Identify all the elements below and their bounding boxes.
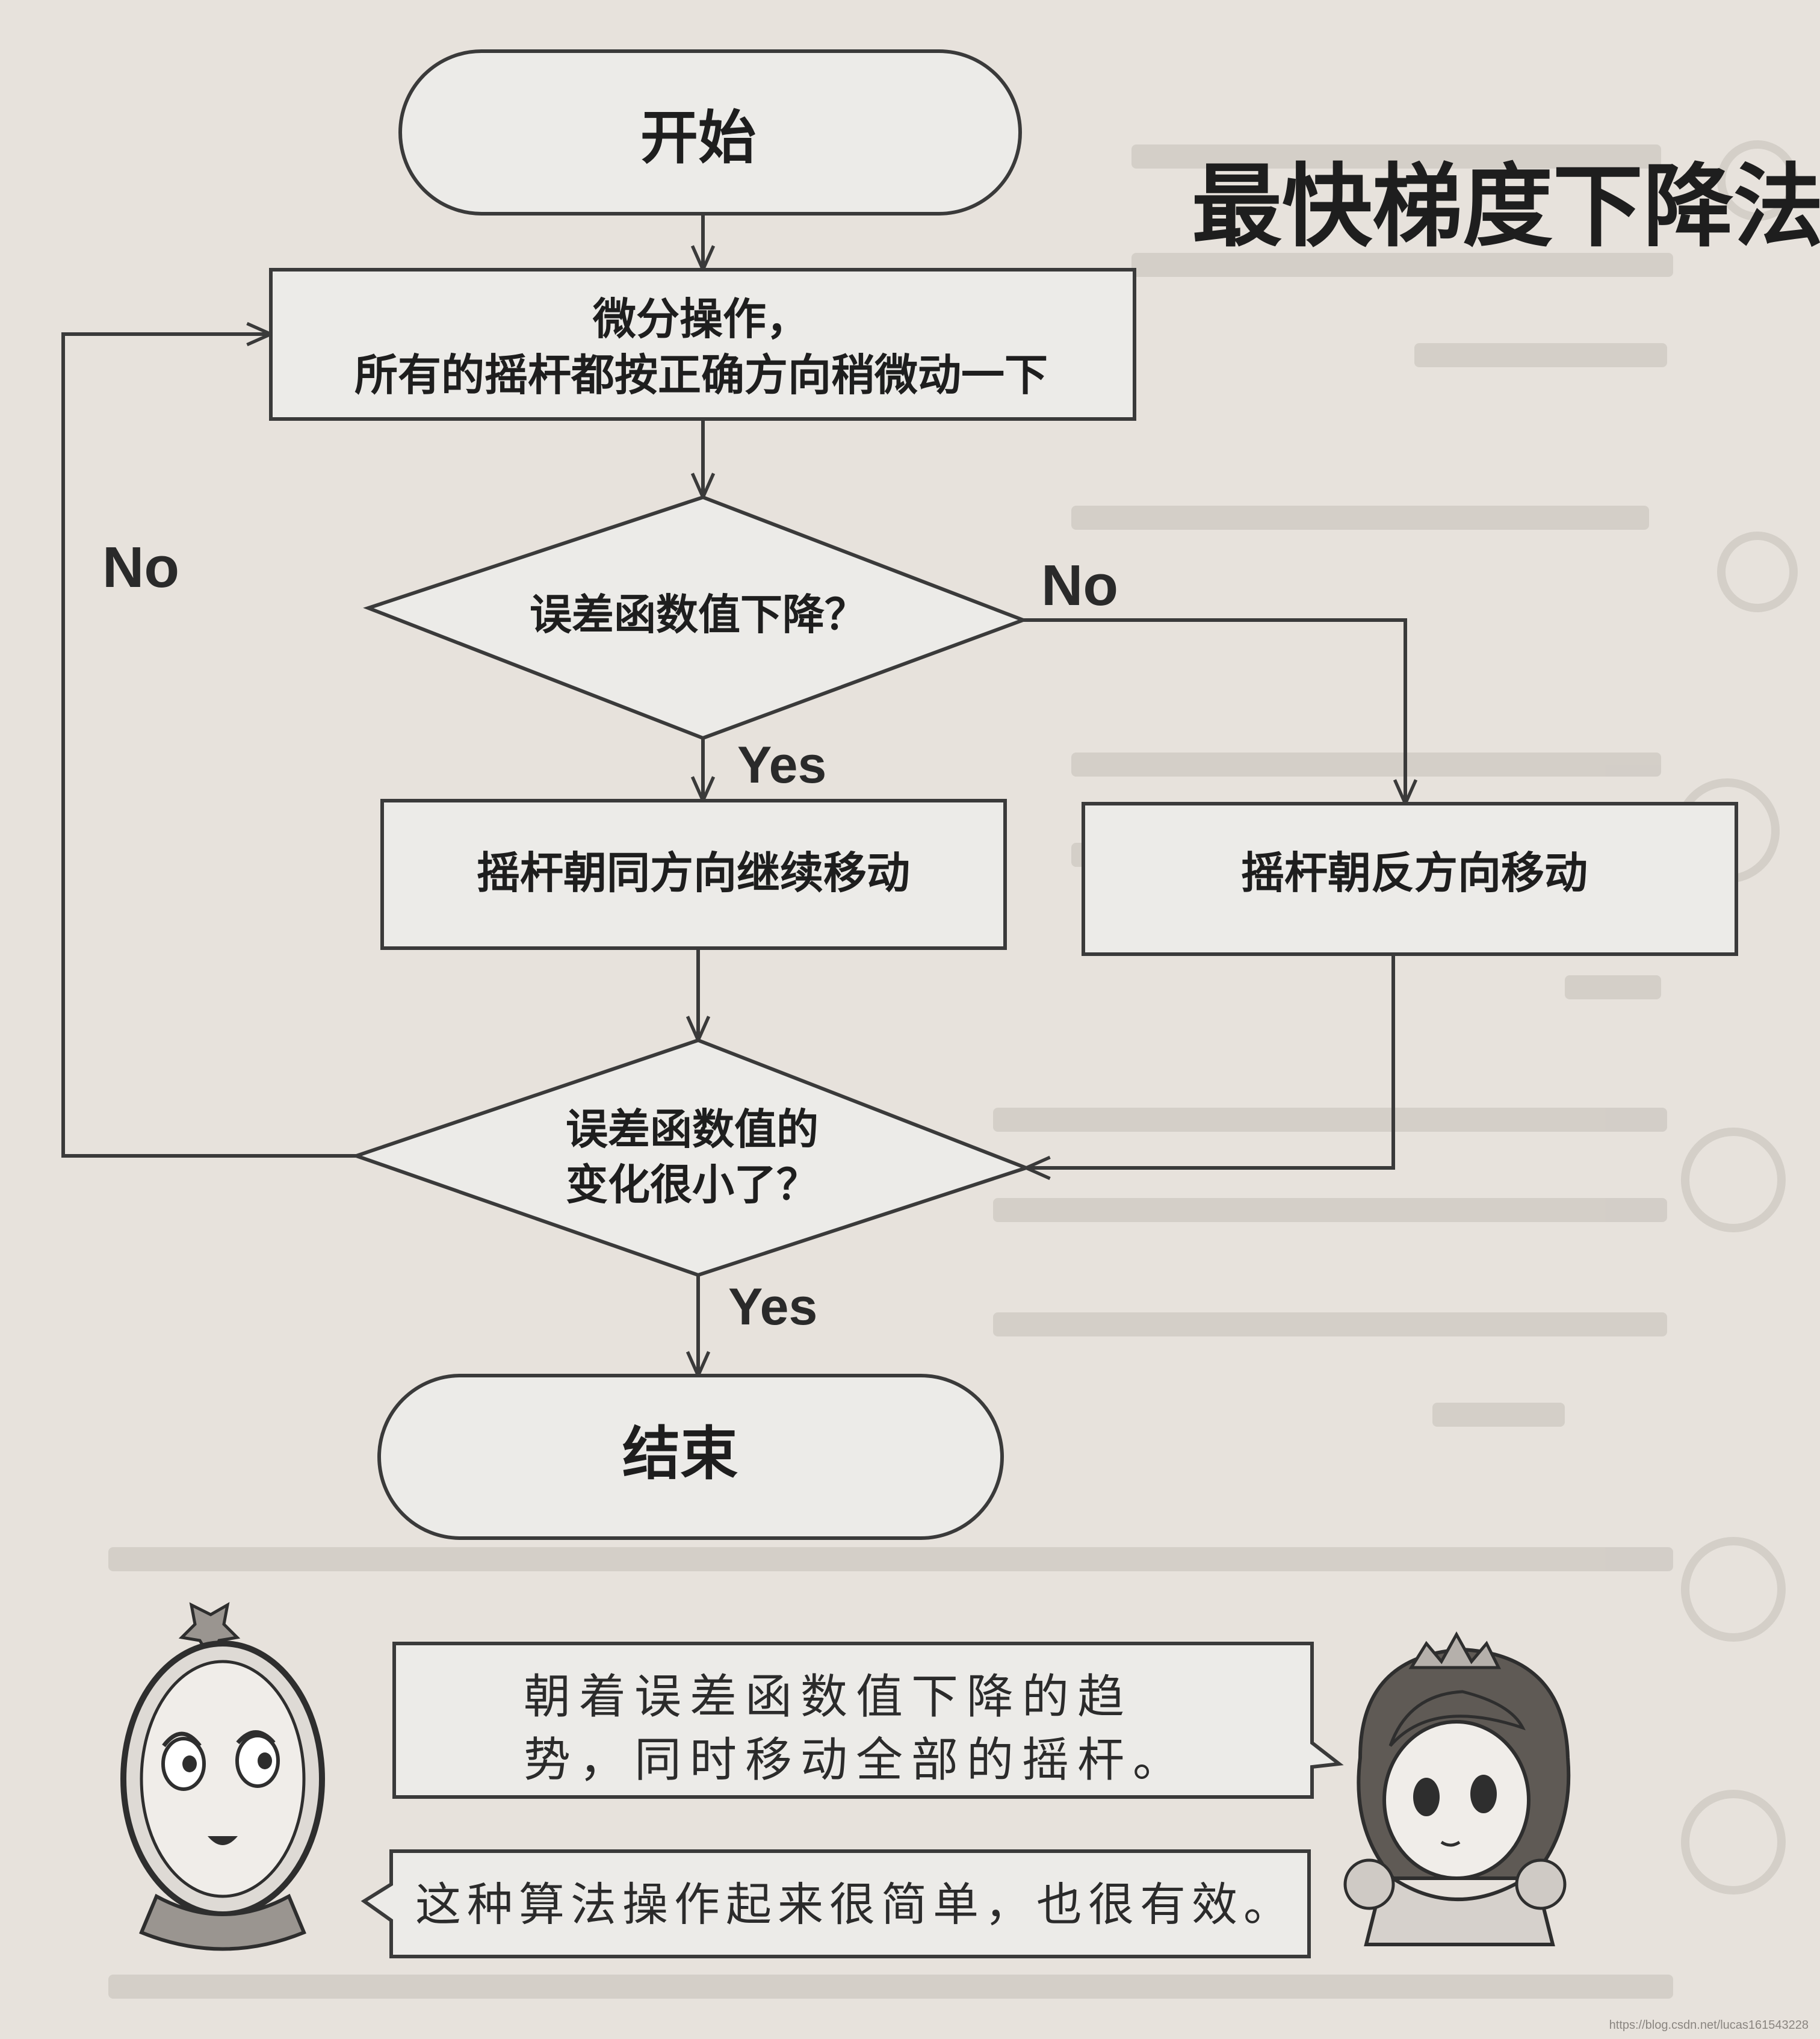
process-differentiate-line1: 微分操作， xyxy=(592,294,809,344)
decision-change-small-line2: 变化很小了？ xyxy=(566,1160,819,1209)
speech-bubble-2-text: 这种算法操作起来很简单，也很有效。 xyxy=(415,1878,1295,1931)
start-terminal xyxy=(398,49,1022,216)
process-same-direction-label: 摇杆朝同方向继续移动 xyxy=(477,848,910,898)
speech-bubble-2: 这种算法操作起来很简单，也很有效。 xyxy=(361,1849,1311,1958)
decision-change-small-line1: 误差函数值的 xyxy=(566,1105,819,1154)
speech-bubble-1-line1: 朝着误差函数值下降的趋 xyxy=(524,1670,1133,1724)
edge-label-yes2: Yes xyxy=(728,1278,817,1336)
process-differentiate-line2: 所有的摇杆都按正确方向稍微动一下 xyxy=(354,350,1048,400)
background-bleed xyxy=(108,140,1798,1999)
mirror-character-illustration xyxy=(120,1602,325,1951)
end-label: 结束 xyxy=(622,1420,738,1488)
watermark-url: https://blog.csdn.net/lucas161543228 xyxy=(1609,2019,1809,2032)
edge-label-yes1: Yes xyxy=(737,736,826,794)
start-label: 开始 xyxy=(640,104,756,172)
process-reverse-direction xyxy=(1082,802,1738,956)
arrow-reverse-decision2 xyxy=(1026,954,1395,1168)
arrow-decision1-no xyxy=(1023,618,1405,804)
arrow-decision2-no-loop xyxy=(61,334,356,1158)
princess-character-illustration xyxy=(1343,1631,1571,1946)
process-reverse-direction-label: 摇杆朝反方向移动 xyxy=(1241,848,1588,898)
decision-change-small xyxy=(350,1038,1032,1277)
speech-bubble-1-line2: 势，同时移动全部的摇杆。 xyxy=(524,1733,1188,1787)
process-same-direction xyxy=(380,799,1007,950)
page-title: 最快梯度下降法 xyxy=(1192,155,1820,259)
edge-label-no-loop: No xyxy=(102,535,179,600)
speech-bubble-1: 朝着误差函数值下降的趋 势，同时移动全部的摇杆。 xyxy=(392,1642,1344,1799)
decision-error-decrease-label: 误差函数值下降？ xyxy=(530,590,867,639)
edge-label-no-right: No xyxy=(1041,553,1118,618)
end-terminal xyxy=(377,1374,1004,1540)
